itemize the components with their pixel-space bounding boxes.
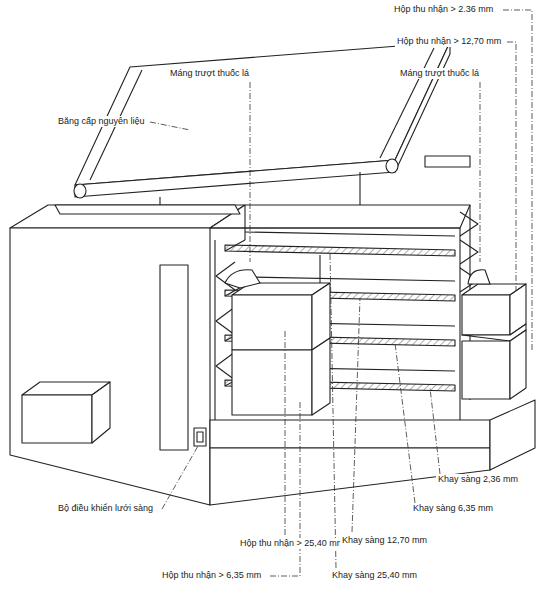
- callout-label: Khay sàng 25,40 mm: [330, 570, 419, 581]
- callout-label: Hộp thu nhận > 2.36 mm: [392, 4, 495, 15]
- leader-lines: [150, 10, 532, 576]
- callout-label: Hộp thu nhận > 25,40 mm: [238, 538, 346, 549]
- callout-label: Máng trượt thuốc lá: [398, 68, 481, 79]
- callout-label: Hộp thu nhận > 12,70 mm: [395, 36, 503, 47]
- callout-label: Máng trượt thuốc lá: [168, 68, 251, 79]
- callout-label: Bộ điều khiển lưới sàng: [56, 503, 155, 514]
- callout-label: Băng cấp nguyên liệu: [56, 116, 147, 127]
- callout-label: Hộp thu nhận > 6,35 mm: [160, 570, 263, 581]
- callout-label: Khay sàng 6,35 mm: [411, 503, 495, 514]
- callout-label: Khay sàng 12,70 mm: [340, 535, 429, 546]
- callout-label: Khay sàng 2,36 mm: [436, 474, 520, 485]
